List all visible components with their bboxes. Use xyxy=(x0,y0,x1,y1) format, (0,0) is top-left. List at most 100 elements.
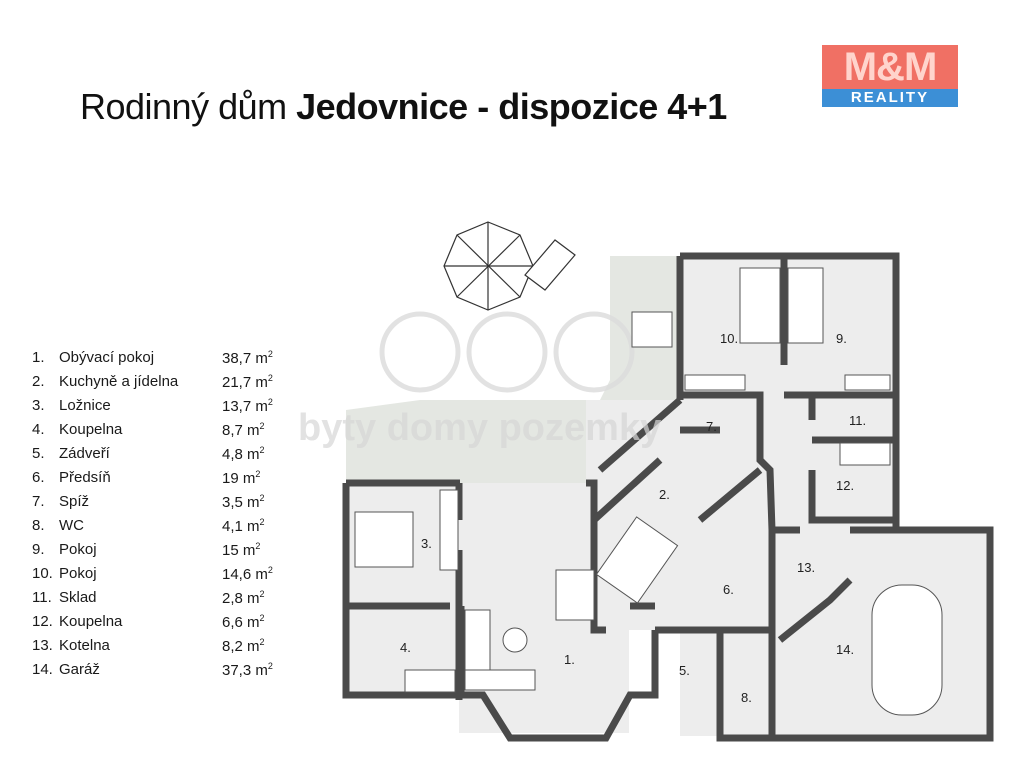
legend-area-unit-exponent: 2 xyxy=(259,445,265,455)
legend-area-unit-exponent: 2 xyxy=(255,469,261,479)
room-label-11: 11. xyxy=(849,413,866,428)
armchair-icon xyxy=(502,627,528,653)
legend-room-area: 14,6 m2 xyxy=(222,565,273,583)
watermark-text: byty domy pozemky xyxy=(298,407,661,449)
legend-room-name: Kuchyně a jídelna xyxy=(59,373,179,390)
legend-area-value: 19 m xyxy=(222,470,256,487)
room-label-10: 10. xyxy=(720,331,738,346)
legend-area-unit-exponent: 2 xyxy=(255,541,261,551)
bathtub-icon-2 xyxy=(839,442,891,466)
mm-reality-logo: M&M REALITY xyxy=(822,45,958,107)
logo-mm-text: M&M xyxy=(822,45,958,89)
legend-number: 12. xyxy=(32,613,53,630)
legend-room-area: 4,8 m2 xyxy=(222,445,265,463)
parasol-icon xyxy=(443,221,534,311)
legend-room-area: 15 m2 xyxy=(222,541,260,559)
legend-area-value: 38,7 m xyxy=(222,350,268,367)
wardrobe-icon xyxy=(439,489,459,571)
legend-area-value: 37,3 m xyxy=(222,662,268,679)
title-bold: Jedovnice - dispozice 4+1 xyxy=(296,86,727,127)
title-regular: Rodinný dům xyxy=(80,86,297,127)
legend-area-unit-exponent: 2 xyxy=(259,421,265,431)
room-label-3: 3. xyxy=(421,536,432,551)
legend-area-value: 13,7 m xyxy=(222,398,268,415)
legend-row: 4. Koupelna 8,7 m2 xyxy=(32,421,292,445)
double-bed-icon xyxy=(354,511,414,568)
legend-number: 14. xyxy=(32,661,53,678)
room-label-9: 9. xyxy=(836,331,847,346)
legend-area-unit-exponent: 2 xyxy=(259,517,265,527)
legend-area-value: 4,8 m xyxy=(222,446,260,463)
legend-row: 2. Kuchyně a jídelna 21,7 m2 xyxy=(32,373,292,397)
desk-icon-2 xyxy=(844,374,891,391)
legend-room-name: Kotelna xyxy=(59,637,110,654)
legend-room-area: 13,7 m2 xyxy=(222,397,273,415)
legend-area-value: 15 m xyxy=(222,542,256,559)
room-label-4: 4. xyxy=(400,640,411,655)
sofa-icon xyxy=(464,609,491,681)
legend-number: 6. xyxy=(32,469,45,486)
legend-area-value: 2,8 m xyxy=(222,590,260,607)
car-icon xyxy=(871,584,943,716)
legend-room-name: Obývací pokoj xyxy=(59,349,155,366)
room-label-6: 6. xyxy=(723,582,734,597)
legend-row: 8. WC 4,1 m2 xyxy=(32,517,292,541)
furniture xyxy=(354,267,943,716)
room-label-8: 8. xyxy=(741,690,752,705)
legend-number: 4. xyxy=(32,421,45,438)
legend-room-name: WC xyxy=(59,517,84,534)
room-label-2: 2. xyxy=(659,487,670,502)
legend-area-value: 14,6 m xyxy=(222,566,268,583)
room-label-13: 13. xyxy=(797,560,815,575)
room-label-1: 1. xyxy=(564,652,575,667)
legend-row: 13. Kotelna 8,2 m2 xyxy=(32,637,292,661)
bathtub-icon xyxy=(404,669,456,693)
logo-reality-text: REALITY xyxy=(822,89,958,107)
room-label-7: 7. xyxy=(706,419,717,434)
legend-area-unit-exponent: 2 xyxy=(259,637,265,647)
page-title: Rodinný dům Jedovnice - dispozice 4+1 xyxy=(80,86,727,128)
legend-number: 5. xyxy=(32,445,45,462)
legend-number: 13. xyxy=(32,637,53,654)
terrace-table-icon xyxy=(631,311,673,348)
legend-room-name: Pokoj xyxy=(59,565,97,582)
legend-room-area: 4,1 m2 xyxy=(222,517,265,535)
legend-room-area: 21,7 m2 xyxy=(222,373,273,391)
legend-number: 3. xyxy=(32,397,45,414)
legend-area-value: 21,7 m xyxy=(222,374,268,391)
legend-room-area: 3,5 m2 xyxy=(222,493,265,511)
sunbed-icon xyxy=(524,239,576,291)
legend-area-value: 8,7 m xyxy=(222,422,260,439)
legend-area-unit-exponent: 2 xyxy=(259,589,265,599)
room-label-12: 12. xyxy=(836,478,854,493)
legend-room-area: 8,7 m2 xyxy=(222,421,265,439)
legend-number: 7. xyxy=(32,493,45,510)
legend-room-area: 8,2 m2 xyxy=(222,637,265,655)
legend-area-unit-exponent: 2 xyxy=(267,373,273,383)
dining-table-icon xyxy=(595,516,679,604)
legend-room-area: 2,8 m2 xyxy=(222,589,265,607)
legend-room-area: 19 m2 xyxy=(222,469,260,487)
legend-room-name: Koupelna xyxy=(59,421,123,438)
room-label-5: 5. xyxy=(679,663,690,678)
legend-room-name: Garáž xyxy=(59,661,100,678)
stairs-icon xyxy=(555,569,595,621)
room-label-14: 14. xyxy=(836,642,854,657)
legend-area-unit-exponent: 2 xyxy=(267,397,273,407)
legend-area-value: 4,1 m xyxy=(222,518,260,535)
legend-number: 8. xyxy=(32,517,45,534)
watermark-logo xyxy=(379,311,635,393)
legend-number: 2. xyxy=(32,373,45,390)
sofa-icon-2 xyxy=(464,669,536,691)
legend-room-area: 38,7 m2 xyxy=(222,349,273,367)
legend-room-area: 37,3 m2 xyxy=(222,661,273,679)
